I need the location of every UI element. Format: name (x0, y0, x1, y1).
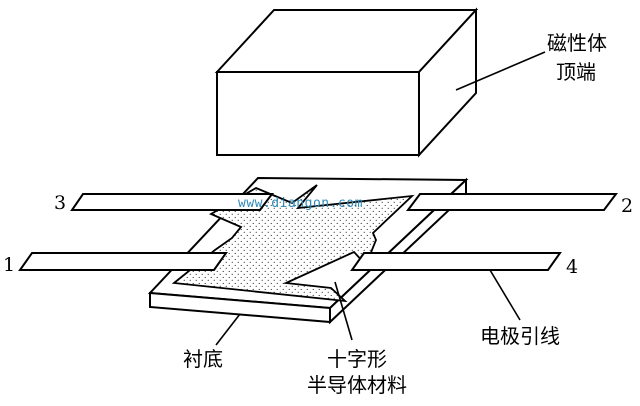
leads-leader-line (489, 269, 521, 321)
cross-semiconductor (171, 184, 415, 303)
watermark-text: www.diangon.com (238, 196, 363, 211)
lead-3 (70, 193, 274, 211)
terminal-1-label: 1 (3, 254, 15, 276)
substrate-leader-line (215, 313, 241, 346)
terminal-3-label: 3 (54, 192, 66, 214)
magnet-leader-line (455, 51, 546, 91)
leads-label: 电极引线 (480, 324, 560, 348)
leader-lines (215, 51, 546, 346)
cross-leader-line (334, 281, 353, 341)
substrate-label: 衬底 (183, 347, 223, 371)
lead-4 (350, 252, 562, 271)
terminal-4-label: 4 (566, 256, 578, 278)
electrode-leads (18, 193, 618, 271)
magnet-block (214, 7, 479, 158)
cross-material-label-line1: 十字形 (327, 347, 387, 371)
magnet-top-label-line2: 顶端 (556, 60, 596, 84)
terminal-2-label: 2 (621, 195, 633, 217)
magnet-top-label-line1: 磁性体 (547, 31, 607, 55)
cross-material-label-line2: 半导体材料 (307, 373, 407, 397)
magnet-side-face (418, 7, 477, 158)
magnet-front-face (216, 71, 420, 156)
lead-2 (406, 193, 618, 211)
lead-1 (18, 252, 228, 271)
